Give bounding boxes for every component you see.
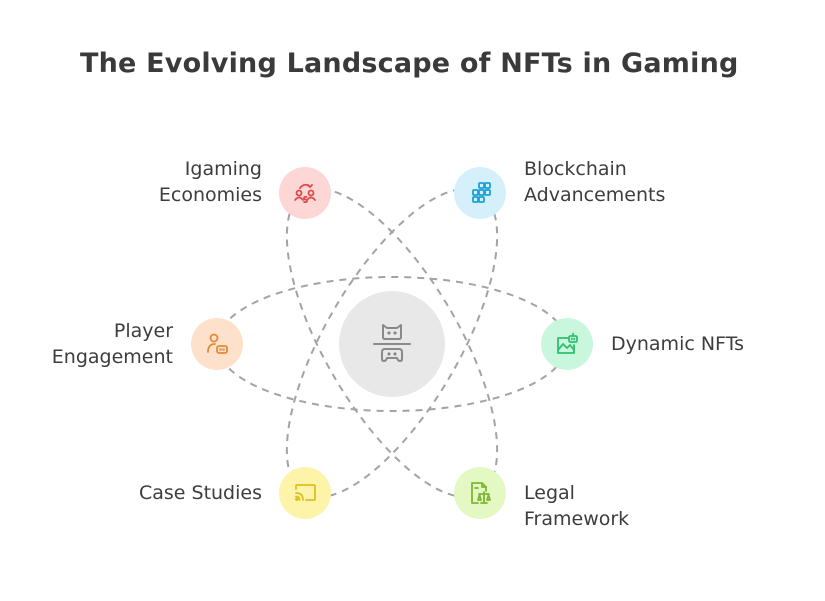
- label-line: Framework: [524, 508, 630, 530]
- label-line: Economies: [158, 184, 262, 206]
- label-case-studies: Case Studies: [139, 480, 262, 506]
- node-case-studies[interactable]: [279, 467, 331, 519]
- label-blockchain-advancements: Blockchain Advancements: [524, 156, 665, 208]
- economy-exchange-icon: [294, 183, 316, 204]
- node-legal-framework[interactable]: [454, 467, 506, 519]
- label-line: Legal: [524, 482, 575, 504]
- center-node: [339, 291, 445, 397]
- label-dynamic-nfts: Dynamic NFTs: [611, 331, 744, 357]
- blockchain-blocks-icon: [472, 182, 491, 203]
- label-line: Blockchain: [524, 158, 627, 180]
- cast-screen-icon: [295, 484, 316, 501]
- label-igaming-economies: Igaming Economies: [159, 156, 262, 208]
- label-line: Advancements: [524, 184, 666, 206]
- node-player-engagement[interactable]: [191, 318, 243, 370]
- label-line: Player: [113, 320, 173, 342]
- label-line: Case Studies: [138, 482, 262, 504]
- label-player-engagement: Player Engagement: [52, 318, 173, 370]
- gaming-nft-icon: [373, 324, 411, 362]
- node-igaming-economies[interactable]: [279, 167, 331, 219]
- node-blockchain-advancements[interactable]: [454, 167, 506, 219]
- diagram-title: The Evolving Landscape of NFTs in Gaming: [80, 48, 739, 79]
- node-dynamic-nfts[interactable]: [541, 318, 593, 370]
- label-line: Igaming: [184, 158, 262, 180]
- label-line: Engagement: [51, 346, 173, 368]
- label-line: Dynamic NFTs: [611, 333, 744, 355]
- legal-scales-document-icon: [471, 482, 491, 504]
- image-robot-icon: [557, 332, 578, 354]
- player-gamepad-icon: [207, 333, 228, 354]
- label-legal-framework: Legal Framework: [524, 480, 629, 532]
